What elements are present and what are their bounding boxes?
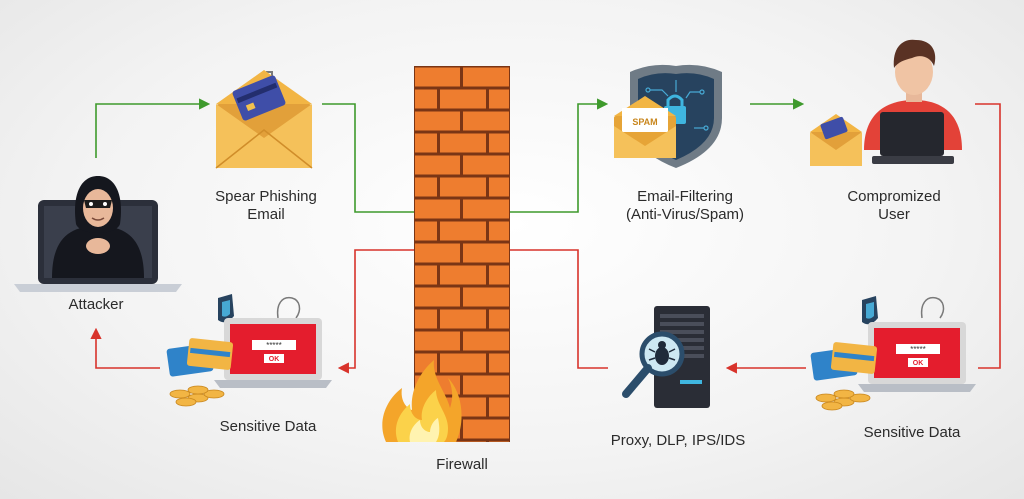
spear-phishing-email-label-line2: Email [247, 206, 285, 223]
sensitive-data-left-illustration: ***** OK [166, 294, 332, 407]
spear-phishing-email-label: Spear Phishing Email [196, 188, 336, 224]
email-filtering-illustration: SPAM [614, 64, 722, 168]
compromized-user-label: Compromized User [832, 188, 956, 224]
firewall-brick [440, 177, 486, 197]
sensitive-data-left-label: Sensitive Data [219, 418, 317, 435]
firewall-label: Firewall [436, 456, 488, 473]
firewall-brick [415, 67, 460, 87]
firewall-brick [463, 287, 509, 307]
email-filtering-label-line2: (Anti-Virus/Spam) [625, 206, 745, 223]
firewall-brick [489, 221, 509, 241]
password-field-left: ***** [266, 341, 282, 350]
firewall-brick [489, 353, 509, 373]
firewall-brick [489, 265, 509, 285]
firewall-brick [440, 133, 486, 153]
email-filtering-label-line1: Email-Filtering [637, 188, 733, 205]
firewall-brick [415, 221, 437, 241]
firewall-brick [489, 441, 509, 442]
attacker-label: Attacker [68, 296, 124, 313]
firewall-brick [489, 89, 509, 109]
firewall-brick [415, 199, 460, 219]
proxy-dlp-ips-ids-label: Proxy, DLP, IPS/IDS [610, 432, 746, 449]
firewall-brick [489, 177, 509, 197]
firewall-brick [463, 155, 509, 175]
flow-data-to-attacker [90, 327, 160, 369]
compromized-user-illustration [810, 39, 962, 166]
sensitive-data-right-illustration: ***** OK [810, 296, 976, 411]
firewall-brick [440, 265, 486, 285]
firewall-brick [440, 89, 486, 109]
firewall-brick [415, 243, 460, 263]
fire-icon [382, 360, 462, 442]
sensitive-data-right-label: Sensitive Data [863, 424, 961, 441]
firewall-brick [415, 309, 437, 329]
firewall-brick [415, 287, 460, 307]
firewall-brick [440, 221, 486, 241]
firewall-brick [415, 177, 437, 197]
firewall-brick [489, 309, 509, 329]
firewall-brick [489, 397, 509, 417]
spear-phishing-email-label-line1: Spear Phishing [215, 188, 317, 205]
firewall-brick [463, 419, 509, 439]
firewall-brick [463, 199, 509, 219]
firewall-brick [463, 67, 509, 87]
firewall-brick [463, 375, 509, 395]
attacker-illustration [14, 176, 182, 292]
firewall-brick [415, 89, 437, 109]
firewall-brick [463, 111, 509, 131]
firewall-brick [440, 353, 486, 373]
compromized-user-label-line1: Compromized [847, 188, 941, 205]
firewall-brick [440, 309, 486, 329]
ok-button-left: OK [269, 356, 280, 363]
spear-phishing-email-illustration [215, 70, 313, 169]
flow-attacker-to-email [95, 98, 211, 158]
firewall-brick [415, 265, 437, 285]
firewall-brick [463, 331, 509, 351]
firewall-brick [415, 155, 460, 175]
firewall-brick [440, 441, 486, 442]
firewall-brick [415, 133, 437, 153]
firewall-brick [415, 111, 460, 131]
firewall-brick [489, 133, 509, 153]
ok-button-right: OK [913, 360, 924, 367]
spam-badge: SPAM [632, 117, 657, 127]
email-filtering-label: Email-Filtering (Anti-Virus/Spam) [600, 188, 770, 224]
firewall-brick [415, 331, 460, 351]
compromized-user-label-line2: User [878, 206, 910, 223]
password-field-right: ***** [910, 345, 926, 354]
proxy-server-illustration [622, 306, 710, 408]
firewall-brick [463, 243, 509, 263]
flow-user-to-data [975, 103, 1001, 369]
